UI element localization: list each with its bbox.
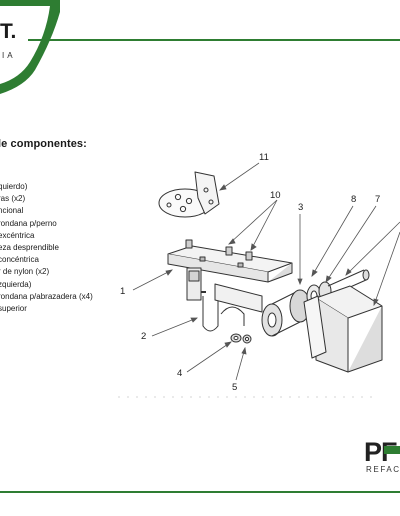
faint-caption — [118, 396, 376, 398]
list-item: zquierda) — [0, 279, 32, 289]
list-item: ncional — [0, 206, 24, 216]
list-item: concéntrica — [0, 255, 39, 265]
list-item: ras (x2) — [0, 194, 26, 204]
brand-subtext: REFACC — [366, 465, 400, 474]
callout-11: 11 — [259, 152, 269, 163]
callout-1: 1 — [120, 286, 126, 297]
footer-divider — [0, 491, 400, 493]
callout-4: 4 — [177, 368, 183, 379]
list-item: excéntrica — [0, 230, 35, 240]
list-item: superior — [0, 303, 27, 313]
brand-accent — [384, 446, 400, 454]
section-title: le componentes: — [0, 138, 87, 150]
callout-2: 2 — [141, 331, 147, 342]
header-divider — [28, 39, 400, 41]
logo-text: T. — [0, 20, 17, 43]
callout-10: 10 — [270, 190, 281, 201]
list-item: quierdo) — [0, 182, 28, 191]
list-item: rondana p/perno — [0, 218, 57, 228]
callout-8: 8 — [351, 194, 357, 205]
callout-5: 5 — [232, 382, 238, 393]
logo-subtext: IA — [2, 51, 16, 60]
list-item: r de nylon (x2) — [0, 267, 50, 277]
list-item: eza desprendible — [0, 242, 59, 252]
callout-7: 7 — [375, 194, 381, 205]
component-list: quierdo) ras (x2) ncional rondana p/pern… — [0, 181, 93, 315]
callout-3: 3 — [298, 202, 304, 213]
logo-badge — [0, 0, 60, 94]
list-item: rondana p/abrazadera (x4) — [0, 291, 93, 301]
